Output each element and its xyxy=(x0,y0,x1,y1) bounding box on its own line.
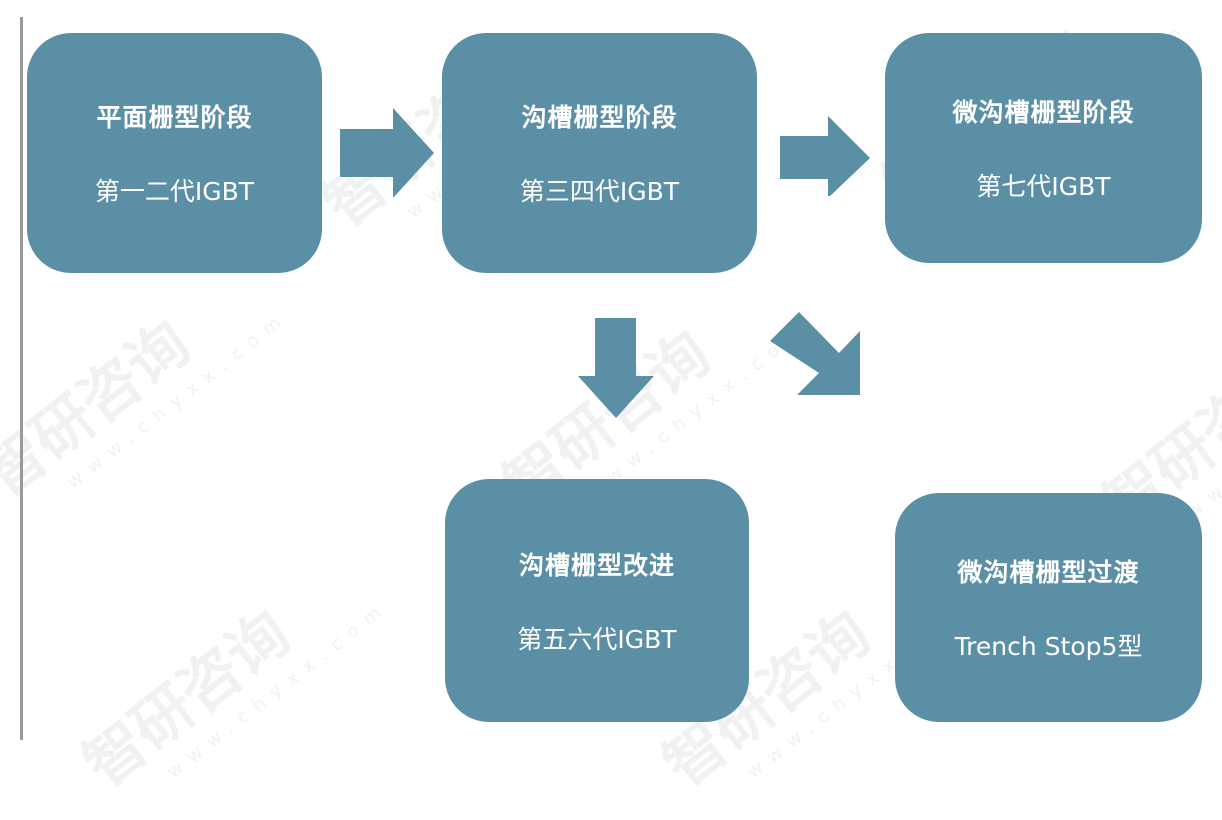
node-subtitle: 第五六代IGBT xyxy=(517,624,677,654)
node-trench-gate-improved: 沟槽栅型改进 第五六代IGBT xyxy=(445,479,749,722)
node-title: 平面栅型阶段 xyxy=(96,103,253,132)
node-subtitle: 第一二代IGBT xyxy=(94,177,255,206)
node-title: 沟槽栅型改进 xyxy=(518,550,675,580)
node-title: 微沟槽栅型过渡 xyxy=(957,557,1140,587)
arrow-right-icon xyxy=(780,116,870,196)
node-micro-trench-gate: 微沟槽栅型阶段 第七代IGBT xyxy=(885,33,1202,263)
node-title: 微沟槽栅型阶段 xyxy=(952,98,1135,127)
left-border-line xyxy=(20,17,23,740)
arrow-down-icon xyxy=(578,318,654,418)
node-subtitle: 第七代IGBT xyxy=(976,172,1111,201)
arrow-right-icon xyxy=(340,108,434,198)
node-micro-trench-transition: 微沟槽栅型过渡 Trench Stop5型 xyxy=(895,493,1202,722)
node-subtitle: Trench Stop5型 xyxy=(954,631,1143,661)
node-planar-gate: 平面栅型阶段 第一二代IGBT xyxy=(27,33,322,273)
node-trench-gate: 沟槽栅型阶段 第三四代IGBT xyxy=(442,33,757,273)
node-subtitle: 第三四代IGBT xyxy=(519,177,680,206)
node-title: 沟槽栅型阶段 xyxy=(521,103,678,132)
arrow-down-right-icon xyxy=(770,312,860,395)
